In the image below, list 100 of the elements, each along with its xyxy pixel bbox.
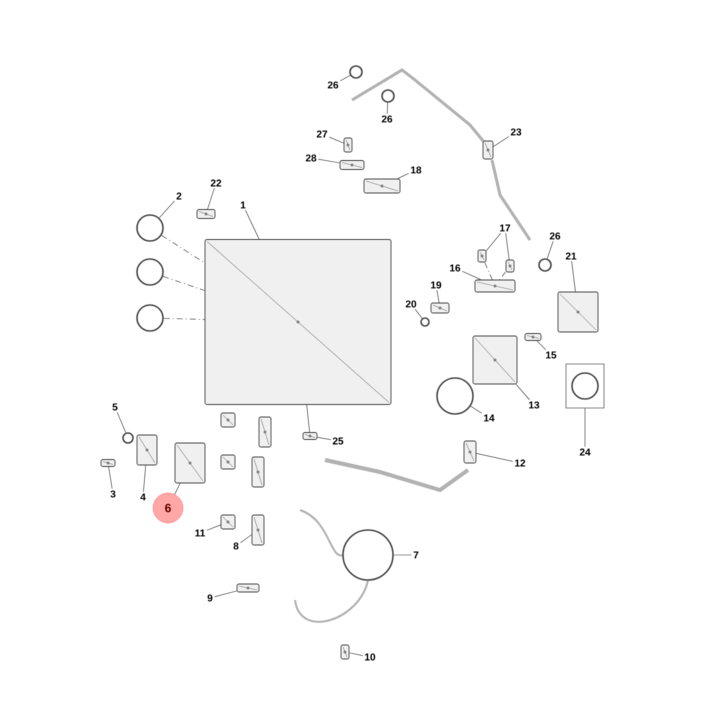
leader-line xyxy=(143,465,146,492)
callout-number: 28 xyxy=(306,154,316,162)
leader-line xyxy=(398,173,410,179)
leader-line xyxy=(318,158,340,164)
callout-number: 11 xyxy=(195,530,205,536)
callout-number: 22 xyxy=(210,180,222,186)
ring-drawing xyxy=(136,214,164,242)
ring-drawing xyxy=(342,529,394,581)
callout-number: 17 xyxy=(500,224,510,232)
callout-number: 9 xyxy=(208,594,212,602)
leader-line xyxy=(214,590,237,598)
part-drawing xyxy=(302,432,318,440)
leader-line xyxy=(207,188,215,210)
leader-line xyxy=(116,412,126,433)
callout-number: 14 xyxy=(484,414,494,422)
part-drawing xyxy=(220,514,236,530)
part-drawing xyxy=(474,280,516,292)
part-drawing xyxy=(478,250,486,262)
leader-line xyxy=(414,308,422,318)
part-drawing xyxy=(258,416,272,448)
part-drawing xyxy=(204,239,392,405)
part-drawing xyxy=(364,178,400,194)
part-drawing xyxy=(220,412,236,428)
leader-line xyxy=(516,384,530,400)
part-drawing xyxy=(220,454,236,470)
ring-drawing xyxy=(136,304,164,332)
callout-number: 26 xyxy=(382,115,392,123)
assembly-line xyxy=(161,235,205,264)
callout-number: 8 xyxy=(234,542,238,550)
callout-number: 5 xyxy=(112,404,118,410)
part-drawing xyxy=(472,336,518,384)
ring-drawing xyxy=(136,258,164,286)
part-drawing xyxy=(196,209,216,219)
part-drawing xyxy=(558,292,598,332)
ring-drawing xyxy=(571,372,599,400)
leader-line xyxy=(476,453,514,462)
ring-drawing xyxy=(349,65,363,79)
callout-number: 10 xyxy=(365,653,376,661)
callout-number: 7 xyxy=(414,552,418,558)
part-drawing xyxy=(464,440,476,464)
leader-line xyxy=(240,534,252,544)
leader-line xyxy=(546,240,554,259)
part-drawing xyxy=(174,442,206,484)
part-drawing xyxy=(252,456,264,488)
leader-line xyxy=(206,524,221,531)
part-drawing xyxy=(100,459,116,467)
leader-line xyxy=(174,483,180,495)
ring-drawing xyxy=(381,89,395,103)
leader-line xyxy=(536,340,546,350)
callout-number: 1 xyxy=(240,202,246,208)
leader-line xyxy=(505,232,510,260)
leader-line xyxy=(462,270,481,280)
callout-number: 12 xyxy=(515,460,526,466)
part-drawing xyxy=(236,584,260,592)
callout-number: 3 xyxy=(110,490,116,498)
callout-number: 25 xyxy=(332,437,344,445)
callout-number: 26 xyxy=(328,81,338,89)
leader-line xyxy=(394,554,412,556)
part-drawing xyxy=(340,160,364,170)
callout-number: 16 xyxy=(450,264,460,272)
leader-line xyxy=(158,200,175,218)
callout-number: 26 xyxy=(550,232,560,240)
callout-number: 15 xyxy=(546,352,556,358)
assembly-line xyxy=(500,272,506,280)
leader-line xyxy=(493,136,510,147)
leader-line xyxy=(245,210,260,240)
leader-line xyxy=(328,136,344,144)
part-drawing xyxy=(430,302,450,314)
callout-number: 20 xyxy=(406,300,416,308)
inset-box xyxy=(566,364,604,408)
callout-number: 24 xyxy=(580,448,590,456)
callout-number: 13 xyxy=(529,401,540,409)
part-drawing xyxy=(344,138,352,152)
callout-number: 27 xyxy=(316,130,328,138)
leader-line xyxy=(108,466,112,490)
callout-number: 4 xyxy=(140,494,146,500)
leader-line xyxy=(470,406,482,414)
ring-drawing xyxy=(420,317,430,327)
callout-number: 21 xyxy=(566,252,576,260)
leader-line xyxy=(340,75,350,82)
leader-line xyxy=(349,652,364,656)
leader-line xyxy=(436,290,440,303)
part-drawing xyxy=(482,140,494,160)
leader-line xyxy=(386,102,388,114)
leader-line xyxy=(317,437,332,440)
part-drawing xyxy=(136,434,158,466)
leader-line xyxy=(306,404,310,432)
highlighted-callout-number: 6 xyxy=(152,492,184,524)
ring-drawing xyxy=(538,258,552,272)
part-drawing xyxy=(506,260,514,272)
part-drawing xyxy=(340,644,350,660)
leader-line xyxy=(486,232,502,251)
callout-number: 2 xyxy=(176,192,182,200)
assembly-line xyxy=(162,276,205,291)
leader-line xyxy=(571,260,576,292)
part-drawing xyxy=(524,333,542,341)
callout-number: 19 xyxy=(431,281,442,289)
part-drawing xyxy=(252,514,264,546)
leader-line xyxy=(584,408,586,448)
assembly-line xyxy=(164,318,205,320)
